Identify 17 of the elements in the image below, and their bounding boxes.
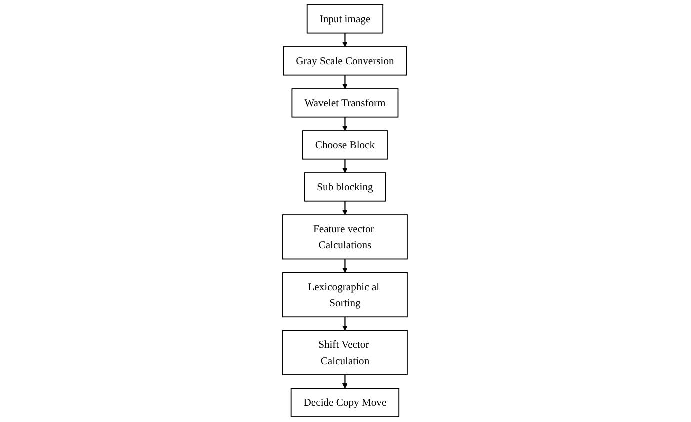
arrow xyxy=(342,201,348,216)
node-box: Wavelet Transform xyxy=(292,88,399,118)
arrow xyxy=(342,159,348,174)
node-box: Sub blocking xyxy=(304,172,386,202)
node-box: Shift Vector Calculation xyxy=(282,330,408,376)
arrow xyxy=(342,75,348,90)
arrow xyxy=(342,375,348,389)
arrow xyxy=(342,33,348,48)
node-box: Gray Scale Conversion xyxy=(284,46,408,76)
arrow xyxy=(342,117,348,132)
arrow xyxy=(342,317,348,332)
node-box: Decide Copy Move xyxy=(291,388,400,418)
node-box: Feature vector Calculations xyxy=(282,214,408,260)
node-box: Choose Block xyxy=(302,130,388,160)
node-box: Lexicographic al Sorting xyxy=(282,272,408,318)
arrow xyxy=(342,259,348,274)
node-box: Input image xyxy=(307,4,384,34)
